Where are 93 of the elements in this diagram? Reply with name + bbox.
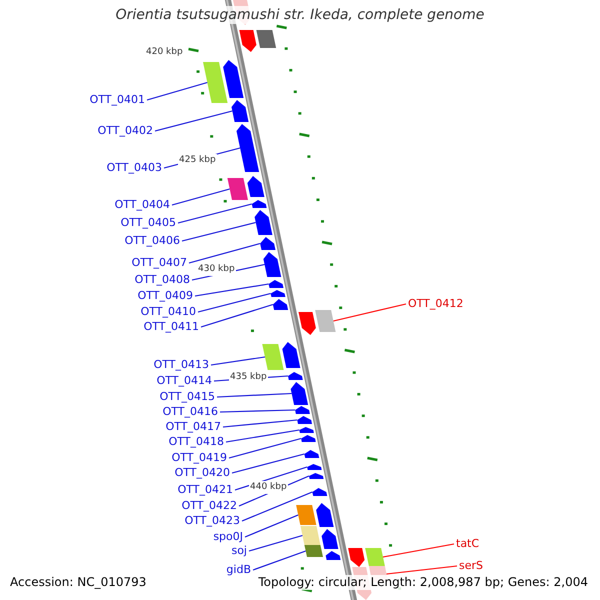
gene-label: serS bbox=[459, 559, 484, 572]
gene-glyph bbox=[326, 551, 341, 560]
gene-glyph bbox=[304, 450, 320, 458]
leader-line bbox=[386, 565, 458, 575]
leader-line bbox=[242, 492, 313, 522]
gene-glyph bbox=[254, 210, 272, 235]
gene-label: OTT_0416 bbox=[162, 405, 218, 418]
gene-label: OTT_0405 bbox=[120, 216, 176, 229]
gene-glyph bbox=[260, 237, 276, 250]
gene-label: tatC bbox=[456, 537, 480, 550]
gene-label: OTT_0417 bbox=[166, 420, 221, 433]
gene-label: OTT_0406 bbox=[124, 234, 180, 247]
gene-label: OTT_0409 bbox=[138, 289, 193, 302]
leader-line bbox=[226, 429, 300, 443]
leader-line bbox=[182, 222, 256, 242]
leader-line bbox=[172, 188, 230, 206]
gene-glyph bbox=[298, 312, 316, 335]
gene-glyph bbox=[309, 473, 324, 479]
gene-glyph bbox=[236, 124, 260, 172]
gene-glyph bbox=[322, 529, 338, 549]
gene-glyph bbox=[232, 100, 249, 122]
scale-label: 425 kbp bbox=[178, 154, 217, 167]
leader-line bbox=[146, 82, 208, 101]
gene-glyph bbox=[316, 503, 334, 527]
scale-label: 435 kbp bbox=[229, 371, 268, 384]
genome-summary-text: Topology: circular; Length: 2,008,987 bp; Genes: 2,004 bbox=[256, 575, 590, 590]
leader-line bbox=[200, 304, 274, 328]
gene-label: OTT_0421 bbox=[178, 483, 233, 496]
leader-line bbox=[188, 242, 260, 264]
gene-glyph bbox=[299, 427, 314, 433]
gene-glyph bbox=[288, 372, 303, 380]
accession-text: Accession: NC_010793 bbox=[8, 575, 148, 590]
leader-line bbox=[244, 514, 298, 538]
gene-block bbox=[296, 505, 316, 525]
gene-label: soj bbox=[231, 544, 247, 557]
leader-line bbox=[198, 292, 271, 313]
gene-label: OTT_0420 bbox=[174, 466, 230, 479]
gene-label: OTT_0422 bbox=[182, 499, 237, 512]
gene-glyph bbox=[297, 416, 312, 424]
gene-label: OTT_0410 bbox=[140, 305, 196, 318]
gene-glyph bbox=[272, 299, 288, 310]
gene-glyph bbox=[252, 200, 267, 208]
gene-label: OTT_0414 bbox=[156, 374, 212, 387]
gene-label: OTT_0415 bbox=[160, 390, 215, 403]
leader-line bbox=[220, 409, 296, 413]
gene-label: OTT_0408 bbox=[134, 273, 190, 286]
gene-label: OTT_0423 bbox=[184, 514, 240, 527]
gene-glyph bbox=[268, 280, 284, 288]
gene-glyph bbox=[282, 342, 300, 368]
gene-block bbox=[256, 30, 276, 48]
gene-label: OTT_0412 bbox=[408, 297, 464, 310]
leader-line bbox=[252, 550, 306, 571]
leader-line bbox=[232, 453, 304, 474]
gene-label: OTT_0413 bbox=[154, 358, 209, 371]
gene-label: OTT_0402 bbox=[98, 124, 153, 137]
gene-glyph bbox=[307, 464, 322, 470]
leader-line bbox=[382, 543, 454, 558]
gene-label: OTT_0404 bbox=[114, 198, 170, 211]
gene-glyph bbox=[312, 488, 328, 496]
leader-line bbox=[216, 392, 292, 398]
leader-line bbox=[210, 356, 266, 366]
leader-line bbox=[333, 303, 406, 322]
leader-line bbox=[228, 438, 302, 459]
gene-label: OTT_0401 bbox=[90, 93, 145, 106]
gene-label: OTT_0403 bbox=[106, 161, 162, 174]
gene-block bbox=[300, 526, 320, 545]
gene-label: spo0J bbox=[213, 530, 243, 543]
leader-line bbox=[248, 534, 303, 552]
gene-block bbox=[262, 344, 284, 370]
gene-block bbox=[304, 545, 323, 557]
gene-block bbox=[365, 548, 385, 566]
gene-glyph bbox=[301, 435, 316, 442]
gene-glyph bbox=[348, 548, 365, 567]
gene-glyph bbox=[239, 30, 256, 52]
gene-label: OTT_0407 bbox=[132, 256, 187, 269]
gene-label: OTT_0418 bbox=[168, 435, 224, 448]
gene-label: OTT_0411 bbox=[144, 320, 199, 333]
leader-line bbox=[154, 110, 232, 132]
scale-label: 430 kbp bbox=[197, 263, 236, 276]
gene-label: OTT_0419 bbox=[172, 451, 227, 464]
gene-glyph bbox=[223, 60, 244, 98]
leader-line bbox=[222, 419, 298, 428]
gene-glyph bbox=[247, 176, 264, 197]
gene-glyph bbox=[263, 252, 282, 277]
gene-label: gidB bbox=[226, 563, 251, 576]
gene-glyph bbox=[270, 290, 286, 297]
gene-block bbox=[315, 310, 336, 332]
leader-line bbox=[194, 283, 269, 297]
gene-block bbox=[227, 178, 248, 200]
gene-block bbox=[203, 62, 228, 103]
leader-line bbox=[178, 203, 252, 224]
scale-label: 420 kbp bbox=[145, 46, 184, 59]
scale-label: 440 kbp bbox=[249, 481, 288, 494]
